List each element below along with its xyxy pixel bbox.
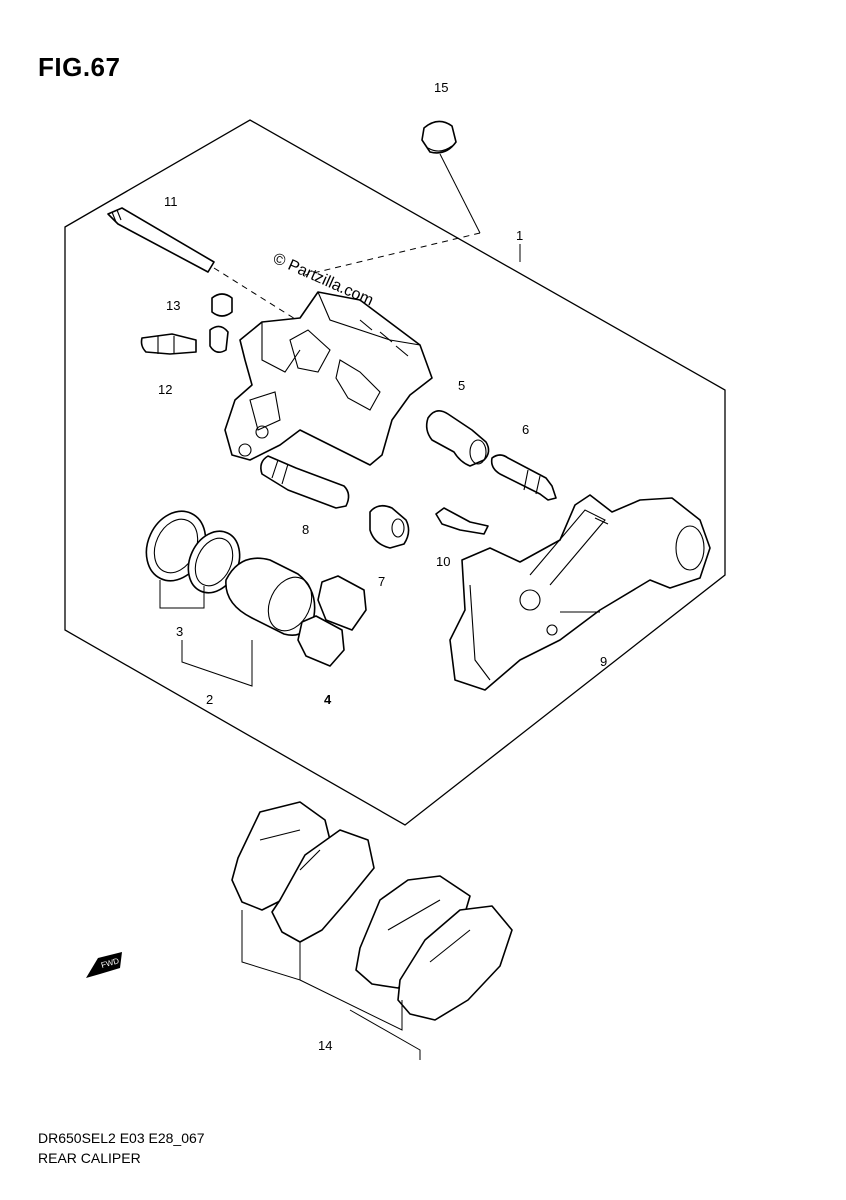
part-15-cap [421,120,457,154]
part-1-caliper-body [224,291,433,466]
callout-4: 4 [324,692,332,707]
part-9-bracket [449,494,711,691]
part-10-clip [435,507,489,535]
figure-title: FIG.67 [38,52,121,82]
callout-1: 1 [516,228,523,243]
callout-3: 3 [176,624,183,639]
guide-11 [213,267,301,323]
callout-8: 8 [302,522,309,537]
callout-2: 2 [206,692,213,707]
leader-3 [159,580,205,609]
leader-15 [439,153,481,234]
assembly-boundary [64,119,726,826]
part-12-bleeder-valve [140,333,197,355]
callout-11: 11 [164,194,178,209]
callout-6: 6 [522,422,529,437]
callout-14: 14 [318,1038,332,1053]
diagram-name: REAR CALIPER [38,1150,141,1166]
part-8-slide-pin [260,455,350,509]
guide-15 [304,232,481,276]
leader-14c [349,1009,421,1060]
part-6-bolt [490,454,557,501]
part-4-shims [297,575,367,667]
part-14-brake-pads [231,801,513,1021]
part-7-boot [369,504,410,549]
fwd-arrow-icon: FWD [86,952,122,978]
part-5-boot [425,410,490,467]
callout-12: 12 [158,382,172,397]
diagram-code: DR650SEL2 E03 E28_067 [38,1130,205,1146]
leader-14a [241,910,301,981]
part-11-pin [107,207,215,273]
callout-5: 5 [458,378,465,393]
callout-9: 9 [600,654,607,669]
callout-13: 13 [166,298,180,313]
part-13-bleeder-cap [209,293,233,354]
callout-15: 15 [434,80,448,95]
callout-10: 10 [436,554,450,569]
callout-7: 7 [378,574,385,589]
leader-2 [181,640,253,687]
leader-14b [299,979,403,1031]
